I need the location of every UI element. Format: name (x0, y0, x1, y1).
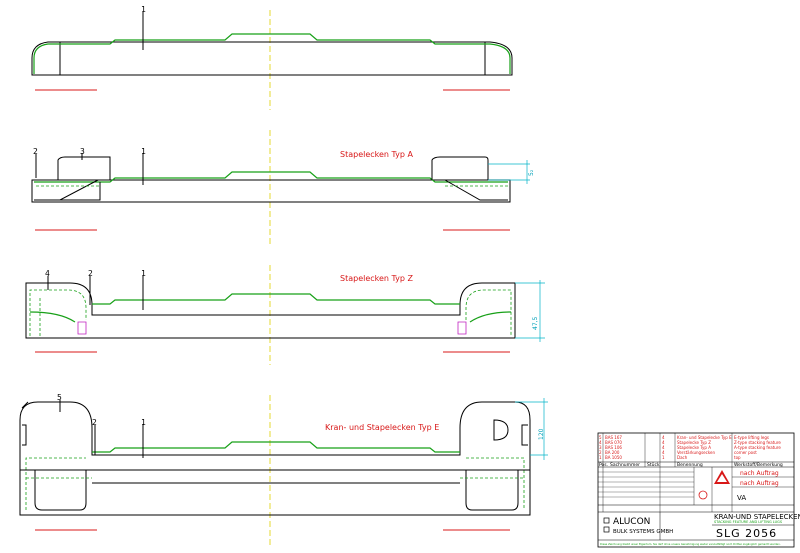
svg-text:Stapelecke Typ Z: Stapelecke Typ Z (677, 440, 711, 445)
roof-outline (25, 282, 516, 339)
svg-text:BAS 167: BAS 167 (605, 435, 622, 440)
svg-text:4: 4 (662, 450, 665, 455)
roof-profile (92, 441, 460, 453)
svg-text:BAS 106: BAS 106 (605, 445, 622, 450)
roof-outline (31, 179, 511, 203)
svg-text:Stück: Stück (647, 462, 660, 468)
stacking-corner-a-left (57, 156, 111, 180)
svg-text:BA 1050: BA 1050 (605, 455, 622, 460)
dimension: 5₂ (528, 169, 535, 176)
view-3-typ-z: 4 2 1 Stapelecken Typ Z 47,5 (25, 265, 545, 365)
part-label: 2 (88, 269, 93, 278)
svg-text:4: 4 (662, 440, 665, 445)
footer-text: Diese Zeichnung bleibt unser Eigentum. S… (600, 542, 781, 546)
drawing-number: SLG 2056 (716, 527, 777, 540)
svg-text:Benennung: Benennung (677, 462, 703, 468)
svg-text:BAS 070: BAS 070 (605, 440, 622, 445)
view-title: Stapelecken Typ A (340, 150, 414, 159)
svg-text:3: 3 (599, 445, 602, 450)
view-4-typ-e: 5 2 1 Kran- und Stapelecken Typ E 120 (19, 393, 548, 548)
svg-text:Dach: Dach (677, 455, 688, 460)
drawing-subtitle: STACKING FEATURE AND LIFTING LUGS (714, 520, 783, 524)
title-block: 5 BAS 167 4 Kran- und Stapelecke Typ E E… (597, 432, 800, 548)
svg-text:Werkstoff/Bemerkung: Werkstoff/Bemerkung (734, 462, 783, 468)
stacking-corner-a-right (431, 156, 489, 180)
svg-text:corner post: corner post (734, 450, 757, 455)
alucon-logo-icon (603, 517, 610, 533)
roof-profile (33, 33, 511, 74)
svg-text:5: 5 (599, 435, 602, 440)
svg-text:BA 200: BA 200 (605, 450, 620, 455)
svg-text:nach Auftrag: nach Auftrag (740, 470, 779, 477)
svg-text:2: 2 (599, 450, 602, 455)
svg-text:Sachnummer: Sachnummer (610, 462, 640, 468)
svg-text:nach Auftrag: nach Auftrag (740, 480, 779, 487)
warning-triangle-icon (714, 470, 730, 484)
svg-text:A-type stacking feature: A-type stacking feature (734, 445, 781, 450)
svg-text:4: 4 (599, 440, 602, 445)
view-1-roof: 1 (31, 5, 513, 110)
svg-text:Verstärkungsecken: Verstärkungsecken (677, 450, 715, 455)
svg-text:Stapelecke Typ A: Stapelecke Typ A (677, 445, 711, 450)
svg-text:Kran- und Stapelecke Typ E: Kran- und Stapelecke Typ E (677, 435, 732, 440)
view-title: Stapelecken Typ Z (340, 274, 414, 283)
dimension: 47,5 (532, 316, 539, 330)
svg-text:4: 4 (662, 435, 665, 440)
part-label: 1 (141, 147, 146, 156)
roof-outline (19, 401, 531, 516)
part-label: 2 (92, 418, 97, 427)
svg-text:1: 1 (662, 455, 665, 460)
svg-text:1: 1 (599, 455, 602, 460)
svg-text:4: 4 (662, 445, 665, 450)
part-label: 4 (45, 269, 50, 278)
svg-text:Z-type stacking feature: Z-type stacking feature (734, 440, 781, 445)
roof-profile (92, 293, 460, 305)
svg-text:E-type lifting legs: E-type lifting legs (734, 435, 769, 440)
view-title: Kran- und Stapelecken Typ E (325, 423, 439, 432)
part-label: 5 (57, 393, 62, 402)
svg-text:Pos.: Pos. (599, 462, 608, 468)
svg-text:VA: VA (737, 494, 746, 502)
part-label: 3 (80, 147, 85, 156)
part-label: 2 (33, 147, 38, 156)
roof-outline (31, 41, 513, 76)
dimension: 120 (538, 428, 545, 440)
drawing-title: KRAN-UND STAPELECKEN (714, 513, 800, 521)
company-name: ALUCON (613, 517, 650, 527)
part-label: 1 (141, 418, 146, 427)
svg-text:top: top (734, 455, 741, 460)
part-label: 1 (141, 269, 146, 278)
projection-symbol-icon (698, 490, 708, 500)
view-2-typ-a: 2 3 1 Stapelecken Typ A 5₂ (31, 130, 535, 245)
part-label: 1 (141, 5, 146, 14)
company-subline: BULK SYSTEMS GMBH (613, 529, 673, 535)
